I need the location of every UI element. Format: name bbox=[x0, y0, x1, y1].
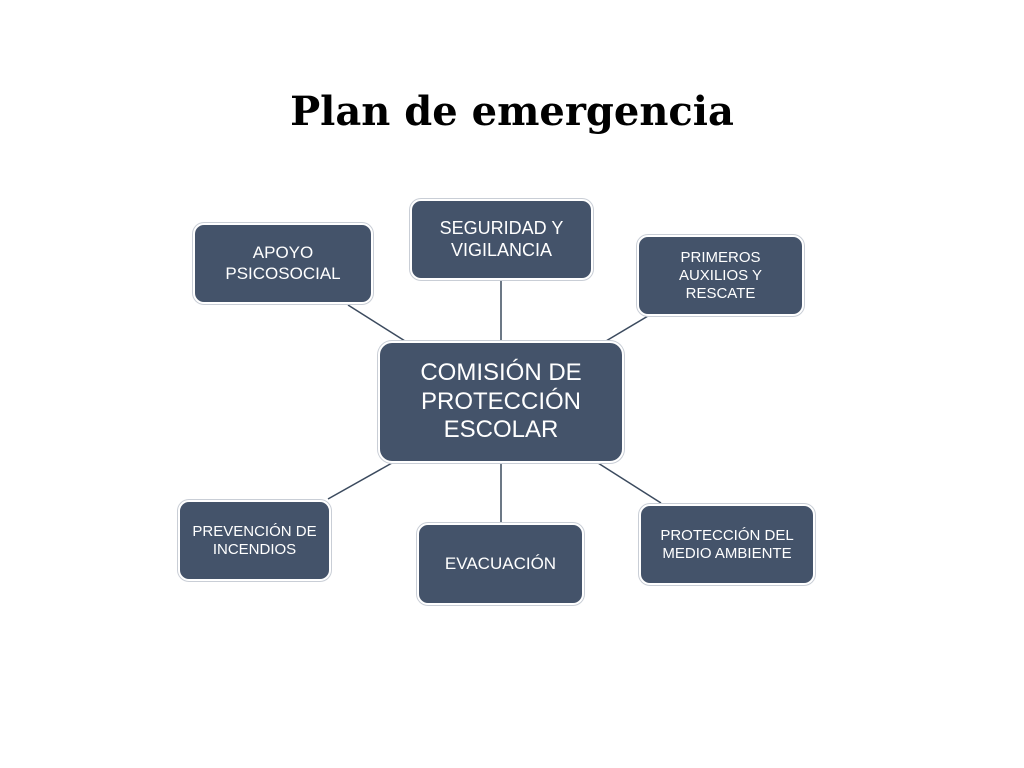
connector-primeros bbox=[605, 315, 649, 342]
node-apoyo-psicosocial: APOYO PSICOSOCIAL bbox=[193, 223, 373, 304]
node-label: EVACUACIÓN bbox=[444, 553, 557, 573]
node-label: PROTECCIÓN DEL MEDIO AMBIENTE bbox=[660, 526, 794, 562]
connector-prevencion bbox=[327, 462, 393, 500]
node-prevencion-de-incendios: PREVENCIÓN DE INCENDIOS bbox=[178, 500, 331, 581]
node-label: PRIMEROS AUXILIOS Y RESCATE bbox=[678, 248, 763, 302]
node-evacuacion: EVACUACIÓN bbox=[417, 523, 584, 605]
center-node-label: COMISIÓN DE PROTECCIÓN ESCOLAR bbox=[420, 358, 582, 444]
node-label: SEGURIDAD Y VIGILANCIA bbox=[439, 217, 564, 260]
node-seguridad-y-vigilancia: SEGURIDAD Y VIGILANCIA bbox=[410, 199, 593, 280]
connector-apoyo bbox=[347, 304, 406, 342]
node-proteccion-del-medio-ambiente: PROTECCIÓN DEL MEDIO AMBIENTE bbox=[639, 504, 815, 585]
node-comision-proteccion-escolar: COMISIÓN DE PROTECCIÓN ESCOLAR bbox=[378, 341, 624, 463]
slide-title: Plan de emergencia bbox=[290, 88, 734, 135]
node-primeros-auxilios-y-rescate: PRIMEROS AUXILIOS Y RESCATE bbox=[637, 235, 804, 316]
node-label: PREVENCIÓN DE INCENDIOS bbox=[192, 522, 317, 558]
connector-proteccion bbox=[597, 462, 662, 504]
node-label: APOYO PSICOSOCIAL bbox=[225, 243, 341, 283]
